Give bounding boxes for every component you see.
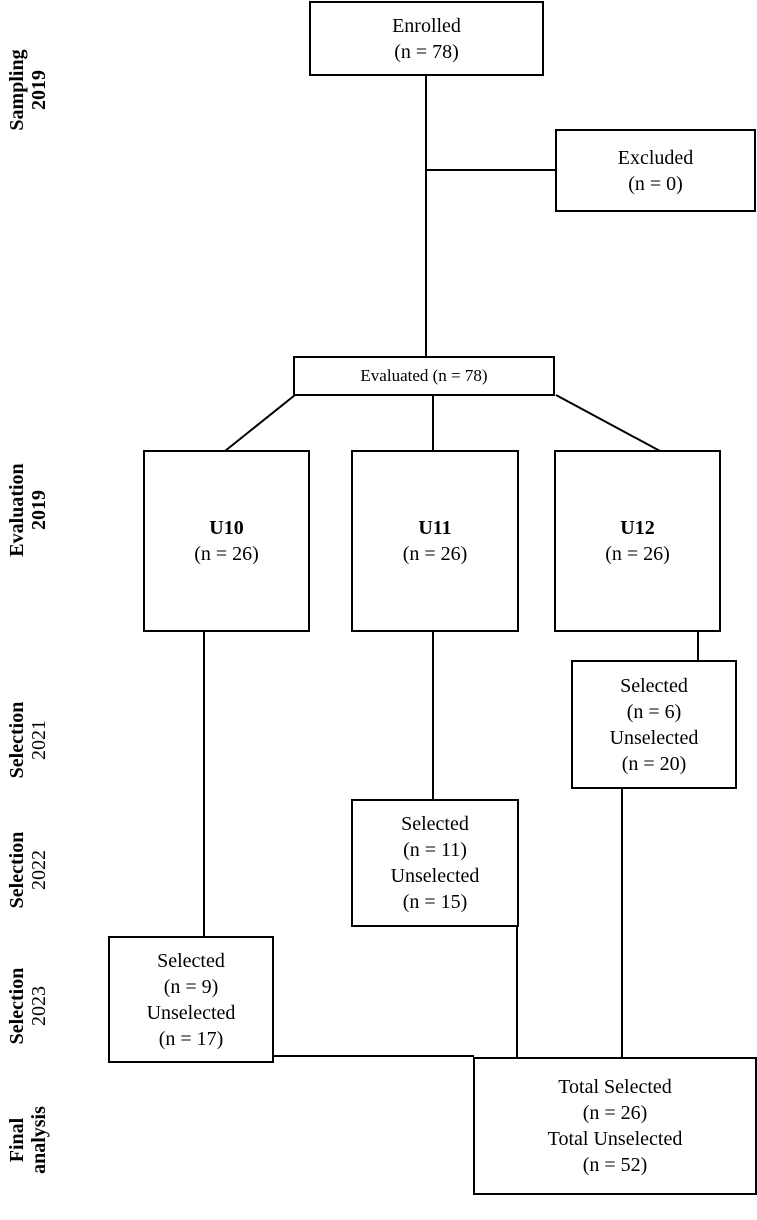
evaluated-label: Evaluated (n = 78)	[360, 366, 488, 385]
enrolled-label: Enrolled	[392, 14, 461, 37]
sel2023-unselected-label: Unselected	[146, 1001, 236, 1024]
u12-count: (n = 26)	[605, 543, 670, 565]
u11-count: (n = 26)	[402, 543, 468, 565]
u12-box: U12 (n = 26)	[554, 450, 721, 632]
selection-2022-box: Selected (n = 11) Unselected (n = 15)	[351, 799, 519, 927]
u10-title: U10	[209, 517, 244, 539]
u10-count: (n = 26)	[194, 543, 259, 565]
sel2021-unselected-label: Unselected	[609, 726, 699, 749]
stage-label-evaluation: Evaluation 2019	[6, 463, 50, 557]
enrolled-count: (n = 78)	[394, 40, 459, 63]
sel2022-unselected-count: (n = 15)	[402, 891, 468, 913]
u11-title: U11	[418, 517, 452, 539]
sel2021-selected-label: Selected	[620, 674, 688, 697]
connector-evaluated-u12	[555, 394, 661, 452]
stage-label-final: Final analysis	[6, 1106, 50, 1174]
sel2022-selected-count: (n = 11)	[403, 839, 467, 861]
selection-2021-box: Selected (n = 6) Unselected (n = 20)	[571, 660, 737, 789]
selection-2023-box: Selected (n = 9) Unselected (n = 17)	[108, 936, 274, 1063]
excluded-label: Excluded	[617, 146, 694, 169]
evaluated-box: Evaluated (n = 78)	[293, 356, 555, 396]
excluded-count: (n = 0)	[628, 172, 683, 195]
sel2022-selected-label: Selected	[401, 813, 469, 835]
final-analysis-box: Total Selected (n = 26) Total Unselected…	[473, 1057, 757, 1195]
sel2021-unselected-count: (n = 20)	[621, 752, 687, 775]
stage-label-sampling: Sampling 2019	[6, 49, 50, 131]
sel2021-selected-count: (n = 6)	[626, 700, 682, 723]
sel2022-unselected-label: Unselected	[390, 865, 480, 887]
sel2023-selected-label: Selected	[157, 949, 225, 972]
final-unselected-label: Total Unselected	[547, 1128, 683, 1150]
u12-title: U12	[620, 517, 655, 539]
u11-box: U11 (n = 26)	[351, 450, 519, 632]
connector-evaluated-u10	[224, 394, 296, 452]
sel2023-unselected-count: (n = 17)	[158, 1027, 224, 1050]
final-unselected-count: (n = 52)	[582, 1154, 648, 1176]
enrolled-box: Enrolled (n = 78)	[309, 1, 544, 76]
final-selected-label: Total Selected	[558, 1076, 672, 1098]
sel2023-selected-count: (n = 9)	[163, 975, 219, 998]
excluded-box: Excluded (n = 0)	[555, 129, 756, 212]
u10-box: U10 (n = 26)	[143, 450, 310, 632]
final-selected-count: (n = 26)	[582, 1102, 648, 1124]
